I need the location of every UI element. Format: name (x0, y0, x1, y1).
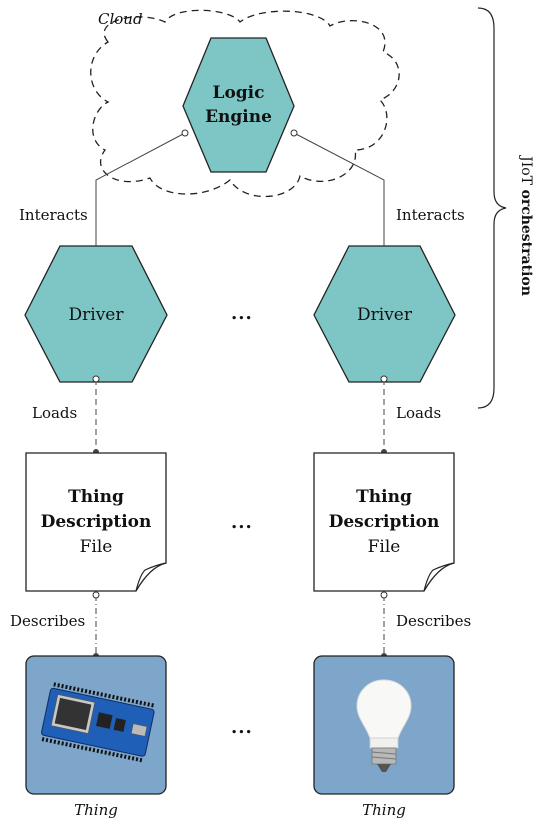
smart-light-bulb-icon (356, 679, 412, 772)
doc-left-line3: File (79, 537, 113, 557)
port-doc-left-bottom (92, 591, 100, 599)
document-right-curl (423, 562, 455, 592)
connector-engine-driver-right (293, 132, 385, 277)
describes-label-left: Describes (10, 612, 86, 630)
interacts-label-left: Interacts (19, 206, 88, 224)
logic-engine-line1: Logic (212, 83, 265, 103)
document-left-text: Thing Description File (26, 485, 166, 560)
driver-ellipsis: ... (231, 303, 253, 324)
logic-engine-line2: Engine (205, 107, 272, 127)
doc-right-line2: Description (328, 512, 440, 532)
driver-right-label: Driver (357, 305, 412, 325)
logic-engine-label: Logic Engine (183, 81, 294, 129)
port-driver-left-bottom (92, 375, 100, 383)
cloud-label: Cloud (98, 10, 143, 28)
driver-left-label: Driver (68, 305, 124, 325)
describes-label-right: Describes (396, 612, 472, 630)
microcontroller-board-icon (41, 682, 155, 763)
orchestration-word: orchestration (518, 189, 534, 296)
thing-caption-left: Thing (74, 801, 118, 819)
port-engine-right (290, 129, 298, 137)
orchestration-brace (477, 7, 507, 409)
orchestration-prefix: JIoT (518, 156, 534, 186)
interacts-label-right: Interacts (396, 206, 465, 224)
port-driver-right-bottom (380, 375, 388, 383)
driver-hexagon-right (313, 245, 456, 383)
thing-ellipsis: ... (231, 717, 253, 738)
doc-left-line2: Description (40, 512, 152, 532)
logic-engine-hexagon (182, 37, 295, 173)
connector-engine-driver-left (95, 132, 186, 277)
cloud-shape (90, 9, 400, 198)
thing-caption-right: Thing (362, 801, 406, 819)
orchestration-label: JIoT orchestration (518, 156, 534, 296)
driver-hexagon-left (24, 245, 168, 383)
doc-right-line3: File (367, 537, 401, 557)
loads-label-left: Loads (32, 404, 78, 422)
doc-right-line1: Thing (356, 487, 412, 507)
port-engine-left (181, 129, 189, 137)
document-left-curl (135, 562, 167, 592)
loads-label-right: Loads (396, 404, 442, 422)
doc-left-line1: Thing (68, 487, 124, 507)
document-right-text: Thing Description File (314, 485, 454, 560)
document-ellipsis: ... (231, 512, 253, 533)
port-doc-right-bottom (380, 591, 388, 599)
